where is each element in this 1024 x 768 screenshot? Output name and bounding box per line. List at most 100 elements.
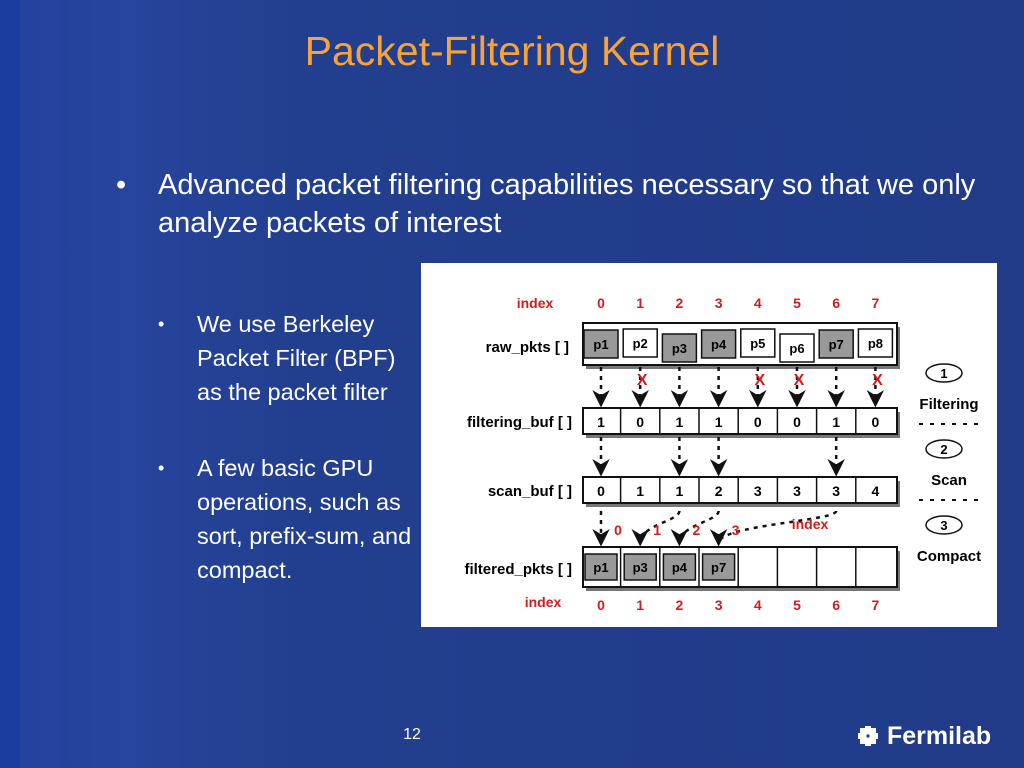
- scatter-index: 0: [614, 522, 622, 538]
- scan-value: 0: [597, 483, 605, 499]
- step-name: Filtering: [919, 396, 978, 413]
- step-number-badge: [925, 363, 963, 383]
- packet-box: [779, 333, 815, 363]
- filter-value: 1: [676, 414, 684, 430]
- filtering-buf-label: filtering_buf [ ]: [467, 414, 572, 431]
- drop-mark: X: [794, 372, 805, 389]
- fermilab-logo: Fermilab: [856, 721, 991, 751]
- index-label: index: [525, 594, 562, 610]
- index-value: 5: [793, 597, 801, 613]
- scan-buf-label: scan_buf [ ]: [488, 483, 572, 500]
- index-value: 2: [676, 295, 684, 311]
- filter-value: 0: [793, 414, 801, 430]
- page-number: 12: [403, 726, 421, 743]
- packet-label: p4: [672, 560, 688, 575]
- bullet-marker: •: [158, 314, 165, 334]
- fermilab-logo-icon: [858, 726, 878, 747]
- packet-label: p7: [829, 337, 844, 352]
- packet-label: p1: [593, 560, 608, 575]
- step-name: Scan: [931, 472, 967, 489]
- scan-buf-array: [582, 476, 898, 504]
- scan-value: 1: [676, 483, 684, 499]
- raw-pkts-label: raw_pkts [ ]: [486, 339, 569, 356]
- packet-label: p8: [868, 336, 883, 351]
- step-number-badge: [925, 515, 963, 535]
- packet-box: [623, 553, 657, 581]
- filtered-pkts-label: filtered_pkts [ ]: [464, 561, 572, 578]
- scan-value: 4: [872, 483, 880, 499]
- index-label: index: [517, 295, 554, 311]
- drop-mark: X: [754, 372, 765, 389]
- packet-box: [662, 553, 697, 581]
- filter-value: 0: [872, 414, 880, 430]
- index-value: 6: [832, 295, 840, 311]
- sub-bullet-text: We use Berkeley Packet Filter (BPF) as t…: [197, 311, 396, 405]
- index-value: 6: [832, 597, 840, 613]
- logo-text: Fermilab: [886, 721, 992, 750]
- step-number: 1: [940, 366, 947, 381]
- index-value: 1: [636, 295, 644, 311]
- index-value: 3: [715, 295, 723, 311]
- filter-value: 0: [636, 414, 644, 430]
- scan-value: 3: [832, 483, 840, 499]
- index-value: 2: [676, 597, 684, 613]
- filter-value: 0: [754, 414, 762, 430]
- packet-box: [661, 333, 698, 363]
- filter-value: 1: [597, 414, 605, 430]
- drop-mark: X: [637, 372, 648, 389]
- step-name: Compact: [917, 548, 981, 565]
- packet-filter-diagram: index index 0 0 1 1 2 2 3 3 4 4 5 5 6 6 7 7 raw_pkts [ ] fi…: [421, 263, 997, 627]
- packet-box: [700, 329, 737, 359]
- index-value: 3: [715, 597, 723, 613]
- background-band: [0, 0, 20, 768]
- step-number-badge: [925, 439, 963, 459]
- index-value: 0: [597, 597, 605, 613]
- scatter-index: 1: [653, 522, 661, 538]
- packet-label: p7: [711, 560, 726, 575]
- packet-box: [622, 328, 658, 358]
- main-bullet-text: Advanced packet filtering capabilities n…: [158, 169, 976, 239]
- drop-mark: X: [872, 372, 883, 389]
- packet-box: [740, 328, 776, 358]
- scan-value: 3: [793, 483, 801, 499]
- index-value: 4: [754, 597, 762, 613]
- packet-box: [701, 553, 736, 581]
- sub-bullet-text: A few basic GPU operations, such as sort…: [197, 455, 412, 583]
- packet-label: p5: [750, 336, 765, 351]
- index-value: 7: [872, 597, 880, 613]
- filter-value: 1: [715, 414, 723, 430]
- packet-label: p4: [711, 337, 727, 352]
- bullet-marker: •: [116, 169, 127, 201]
- bullet-marker: •: [158, 458, 165, 478]
- step-number: 3: [940, 518, 947, 533]
- index-value: 1: [636, 597, 644, 613]
- scatter-index: 2: [693, 522, 701, 538]
- index-value: 7: [872, 295, 880, 311]
- background-band: [60, 0, 150, 768]
- packet-box: [583, 329, 619, 359]
- scan-value: 2: [715, 483, 723, 499]
- background-band: [20, 0, 60, 768]
- step-number: 2: [940, 442, 947, 457]
- index-value: 0: [597, 295, 605, 311]
- packet-box: [584, 553, 618, 581]
- compact-arrow: [631, 510, 681, 547]
- index-label: index: [792, 516, 829, 532]
- diagram-canvas: index index 0 0 1 1 2 2 3 3 4 4 5 5 6 6 7 7 raw_pkts [ ] fi…: [464, 295, 981, 613]
- packet-label: p1: [593, 337, 608, 352]
- scan-value: 1: [636, 483, 644, 499]
- packet-box: [857, 328, 894, 358]
- packet-box: [818, 329, 854, 359]
- filter-value: 1: [832, 414, 840, 430]
- index-value: 5: [793, 295, 801, 311]
- packet-label: p3: [672, 341, 687, 356]
- filtering-buf-array: [582, 407, 898, 435]
- index-value: 4: [754, 295, 762, 311]
- packet-label: p6: [789, 341, 804, 356]
- scan-value: 3: [754, 483, 762, 499]
- packet-label: p3: [633, 560, 648, 575]
- compact-arrow: [670, 510, 720, 547]
- scatter-index: 3: [732, 522, 740, 538]
- slide-title: Packet-Filtering Kernel: [304, 28, 720, 74]
